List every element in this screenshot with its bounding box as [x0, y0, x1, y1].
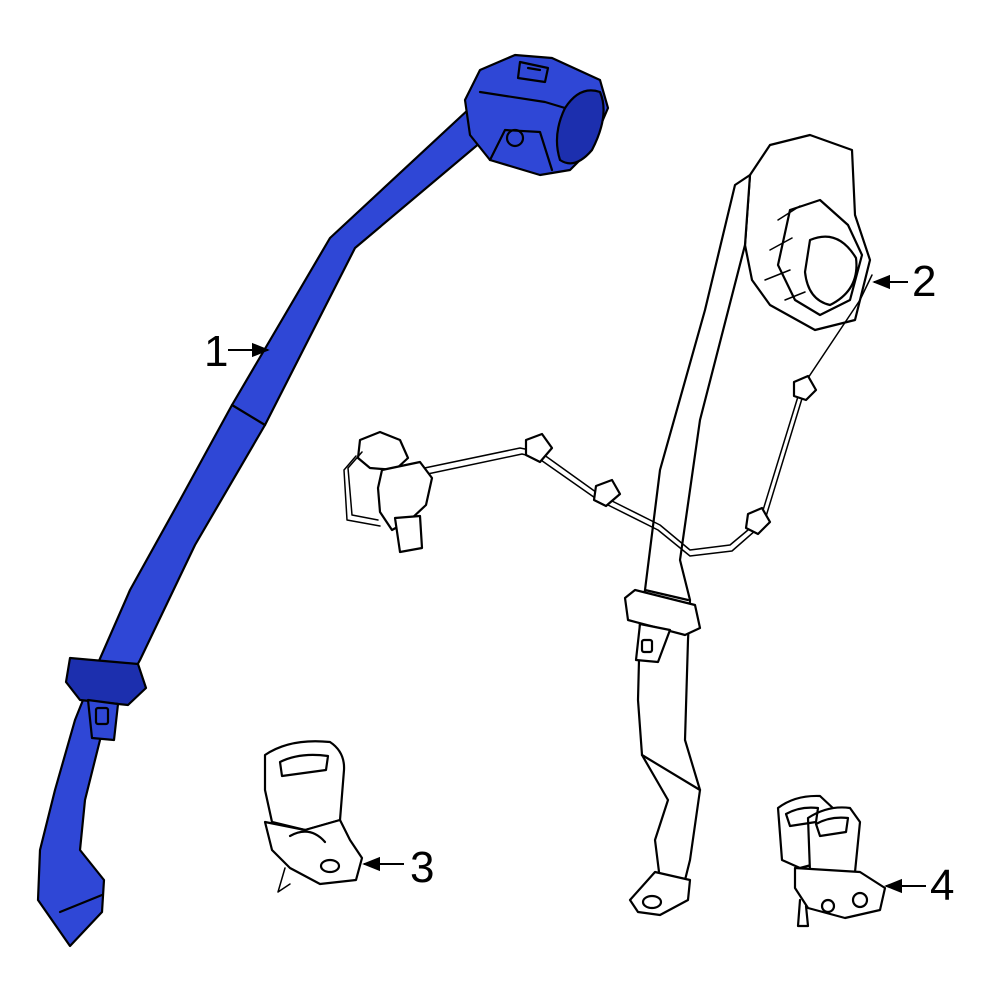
part-4-buckle[interactable] [776, 794, 887, 928]
callout-3-label: 3 [410, 843, 434, 892]
part-2-retractor-cover [743, 133, 872, 332]
callout-2: 2 [872, 257, 936, 306]
part-2-wire-clip [524, 432, 554, 464]
part-1-guide-loop [64, 656, 148, 707]
part-4-buckle-base [793, 866, 887, 920]
part-1-guide-slot [94, 706, 110, 726]
part-2-retractor-spool [776, 198, 864, 317]
part-1-guide-tab [86, 698, 120, 742]
part-3-buckle-head [263, 740, 346, 832]
part-1-fold-line [230, 403, 267, 427]
part-2-wire-clip [792, 374, 818, 402]
callout-1: 1 [204, 327, 270, 376]
part-1-seat-belt[interactable] [36, 53, 610, 948]
callout-4-label: 4 [930, 861, 954, 910]
part-2-seat-belt[interactable] [343, 133, 873, 917]
part-1-retractor-cap [516, 60, 550, 84]
part-3-wire [277, 867, 291, 893]
part-2-webbing [636, 173, 752, 882]
part-1-webbing [36, 106, 502, 948]
part-2-connector [356, 430, 410, 472]
part-2-wire-clip [592, 478, 622, 508]
callout-3: 3 [362, 843, 434, 892]
part-1-bolt [505, 128, 525, 148]
part-2-anchor-plate [628, 870, 692, 917]
callout-2-label: 2 [912, 257, 936, 306]
part-2-wire-clip [744, 506, 772, 536]
part-3-buckle[interactable] [263, 740, 364, 893]
part-1-retractor-spool [555, 89, 605, 165]
callout-1-label: 1 [204, 327, 228, 376]
part-2-spool-face [803, 235, 858, 307]
part-1-end-line [58, 893, 104, 914]
part-3-buckle-base [263, 818, 364, 886]
part-4-pin [796, 898, 810, 928]
callout-4: 4 [884, 861, 954, 910]
